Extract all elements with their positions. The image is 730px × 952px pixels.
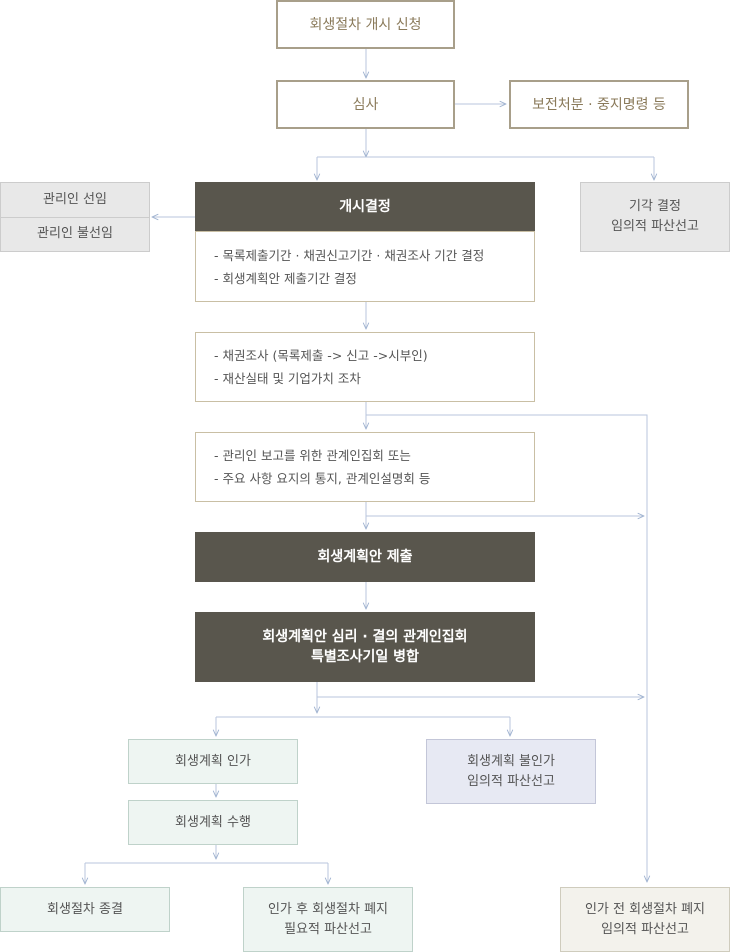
plan-approval-box: 회생계획 인가	[128, 739, 298, 784]
abolition-after-line-2: 필요적 파산선고	[284, 921, 372, 937]
abolition-after-box: 인가 후 회생절차 폐지 필요적 파산선고	[243, 887, 413, 952]
plan-hearing-line-2: 특별조사기일 병합	[311, 649, 419, 665]
dismissal-line-2: 임의적 파산선고	[611, 219, 699, 234]
application-box: 회생절차 개시 신청	[276, 0, 455, 49]
trustee-not-appointed-label: 관리인 불선임	[1, 216, 149, 252]
preservation-label: 보전처분 · 중지명령 등	[532, 96, 666, 113]
abolition-before-line-1: 인가 전 회생절차 폐지	[584, 901, 706, 917]
plan-execution-label: 회생계획 수행	[175, 814, 251, 830]
plan-execution-box: 회생계획 수행	[128, 800, 298, 845]
abolition-before-line-2: 임의적 파산선고	[601, 921, 689, 937]
trustee-appointed-label: 관리인 선임	[43, 191, 107, 207]
dismissal-line-1: 기각 결정	[629, 199, 681, 214]
application-label: 회생절차 개시 신청	[309, 16, 422, 33]
dismissal-box: 기각 결정 임의적 파산선고	[580, 182, 730, 252]
plan-rejection-line-2: 임의적 파산선고	[467, 773, 555, 789]
preservation-box: 보전처분 · 중지명령 등	[509, 80, 689, 129]
review-box: 심사	[276, 80, 455, 129]
plan-rejection-line-1: 회생계획 불인가	[467, 753, 555, 769]
claims-line-1: - 채권조사 (목록제출 -> 신고 ->시부인)	[214, 348, 428, 363]
plan-hearing-line-1: 회생계획안 심리 · 결의 관계인집회	[262, 629, 468, 645]
plan-submission-label: 회생계획안 제출	[317, 549, 413, 565]
termination-box: 회생절차 종결	[0, 887, 170, 932]
trustee-box: 관리인 선임 관리인 불선임	[0, 182, 150, 252]
abolition-after-line-1: 인가 후 회생절차 폐지	[267, 901, 389, 917]
commencement-detail-2: - 회생계획안 제출기간 결정	[214, 270, 357, 286]
commencement-details: - 목록제출기간 · 채권신고기간 · 채권조사 기간 결정 - 회생계획안 제…	[195, 231, 535, 302]
claims-line-2: - 재산실태 및 기업가치 조차	[214, 371, 361, 386]
claims-investigation-box: - 채권조사 (목록제출 -> 신고 ->시부인) - 재산실태 및 기업가치 …	[195, 332, 535, 402]
review-label: 심사	[352, 96, 379, 113]
plan-rejection-box: 회생계획 불인가 임의적 파산선고	[426, 739, 596, 804]
meeting-line-2: - 주요 사항 요지의 통지, 관계인설명회 등	[214, 471, 431, 486]
termination-label: 회생절차 종결	[47, 901, 123, 917]
plan-approval-label: 회생계획 인가	[175, 753, 251, 769]
meeting-line-1: - 관리인 보고를 위한 관계인집회 또는	[214, 448, 411, 463]
creditors-meeting-box: - 관리인 보고를 위한 관계인집회 또는 - 주요 사항 요지의 통지, 관계…	[195, 432, 535, 502]
commencement-header: 개시결정	[195, 182, 535, 232]
commencement-detail-1: - 목록제출기간 · 채권신고기간 · 채권조사 기간 결정	[214, 247, 485, 263]
plan-hearing-box: 회생계획안 심리 · 결의 관계인집회 특별조사기일 병합	[195, 612, 535, 682]
abolition-before-box: 인가 전 회생절차 폐지 임의적 파산선고	[560, 887, 730, 952]
plan-submission-box: 회생계획안 제출	[195, 532, 535, 582]
commencement-label: 개시결정	[339, 199, 391, 215]
